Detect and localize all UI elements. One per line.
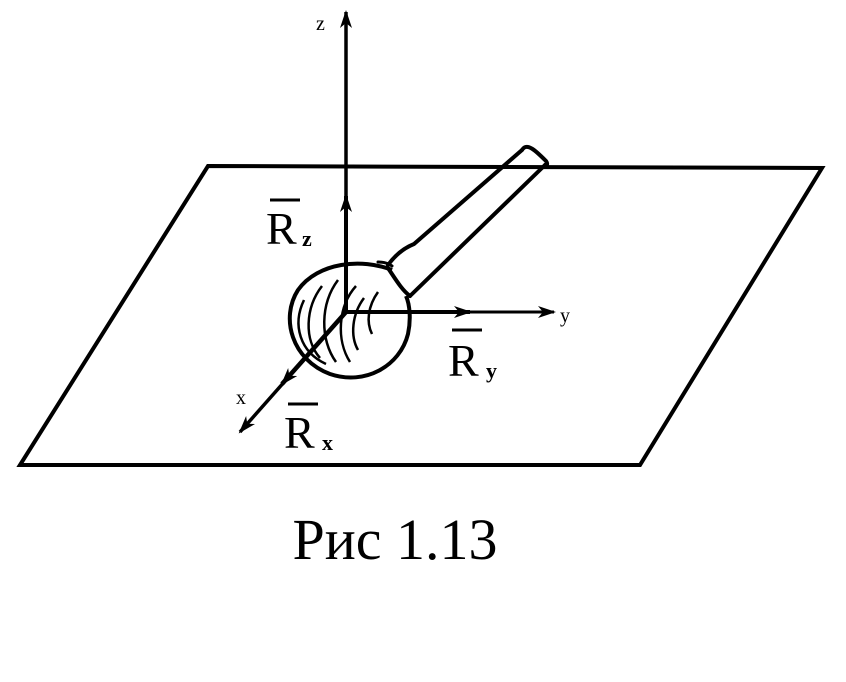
force-vector-x xyxy=(280,310,348,386)
force-label-z-subscript: z xyxy=(302,226,312,251)
z-axis-label: z xyxy=(316,13,325,35)
reaction-vectors xyxy=(280,194,472,386)
ball xyxy=(287,261,412,380)
force-label-y: R y xyxy=(448,328,497,386)
force-label-z-symbol: R xyxy=(266,203,297,254)
force-label-z: R z xyxy=(266,198,312,254)
figure-caption: Рис 1.13 xyxy=(292,507,498,572)
force-label-x: R x xyxy=(284,402,333,458)
x-axis-label: x xyxy=(236,387,246,409)
force-label-y-symbol: R xyxy=(448,335,479,386)
force-label-y-subscript: y xyxy=(486,358,497,383)
support-plane xyxy=(16,163,826,467)
rod xyxy=(376,144,550,298)
force-label-x-symbol: R xyxy=(284,407,315,458)
force-label-x-subscript: x xyxy=(322,430,333,455)
y-axis-label: y xyxy=(560,305,570,327)
